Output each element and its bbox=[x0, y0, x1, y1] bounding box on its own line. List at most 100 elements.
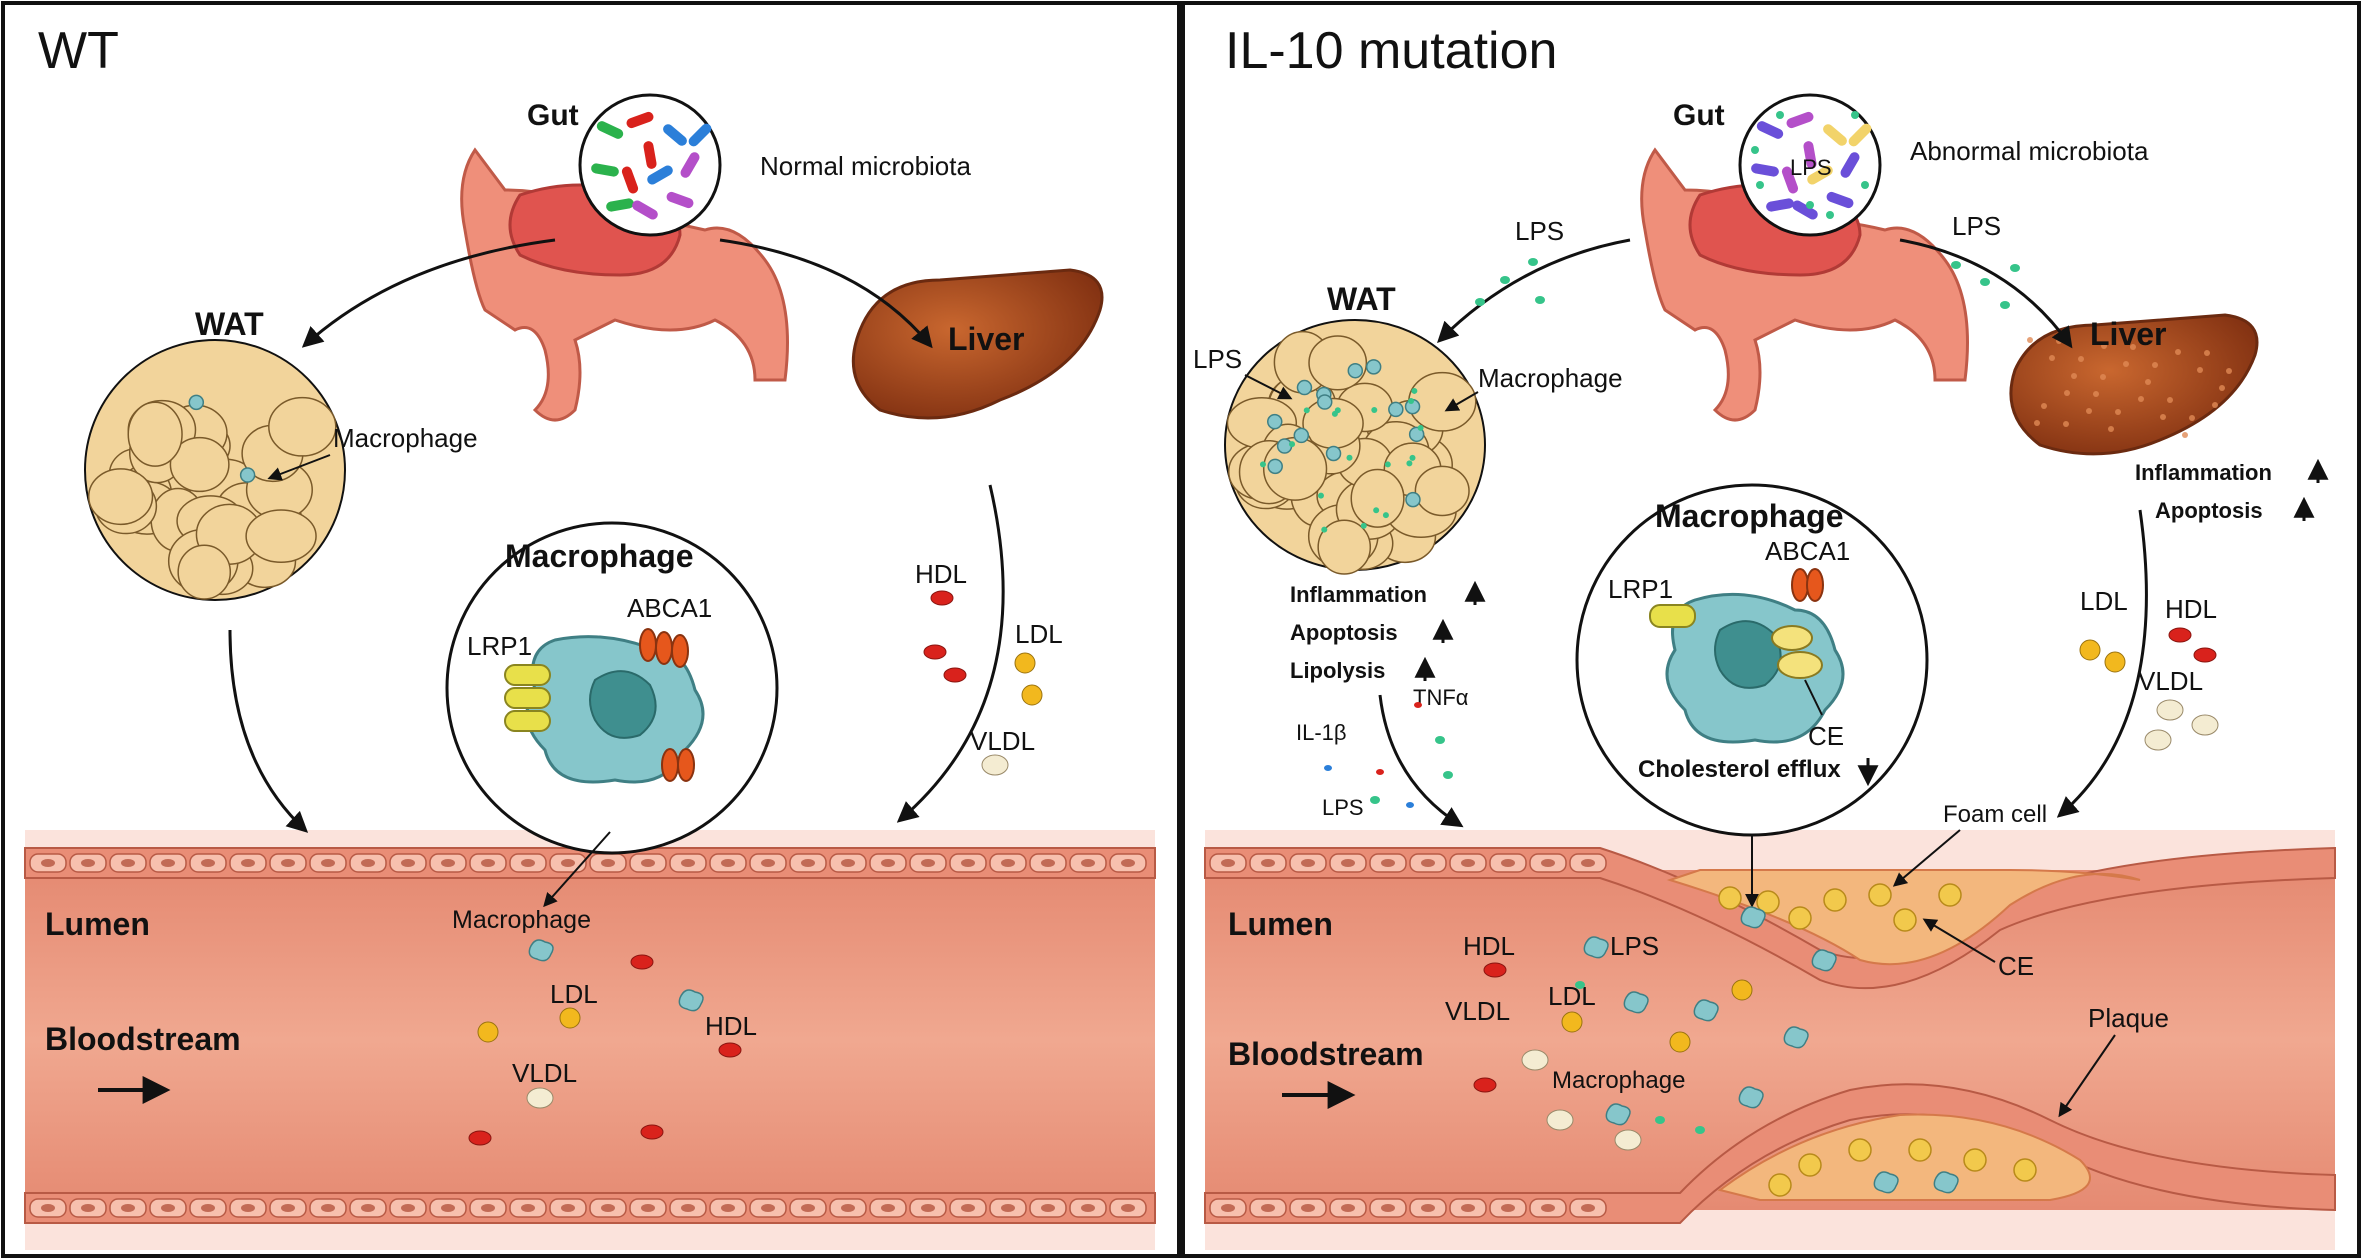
endothelial-nucleus bbox=[1541, 859, 1555, 867]
macrophage-cell bbox=[1583, 936, 1609, 959]
right-liver-inflammation: Inflammation bbox=[2135, 460, 2272, 485]
right-lps-bottom-label: LPS bbox=[1322, 795, 1364, 820]
lps-particle bbox=[1435, 736, 1445, 744]
endothelial-nucleus bbox=[1221, 859, 1235, 867]
vldl-particle bbox=[526, 1087, 554, 1109]
left-inset-macrophage-cell bbox=[504, 628, 705, 784]
endothelial-nucleus bbox=[481, 859, 495, 867]
endothelial-nucleus bbox=[481, 1204, 495, 1212]
ldl-particle bbox=[477, 1021, 499, 1043]
endothelial-nucleus bbox=[81, 1204, 95, 1212]
right-microbiota-label: Abnormal microbiota bbox=[1910, 136, 2149, 166]
bacterium bbox=[1766, 198, 1794, 212]
macrophage-cell bbox=[1873, 1171, 1899, 1194]
vldl-particle bbox=[1614, 1129, 1642, 1151]
right-wat-apoptosis: Apoptosis bbox=[1290, 620, 1398, 645]
foam-cell bbox=[1938, 883, 1962, 907]
right-plaque-label: Plaque bbox=[2088, 1003, 2169, 1033]
bacterium bbox=[1756, 121, 1784, 139]
right-vessel-vldl-label: VLDL bbox=[1445, 996, 1510, 1026]
foam-cell bbox=[1823, 888, 1847, 912]
left-vessel-ldl-label: LDL bbox=[550, 979, 598, 1009]
left-ldl-top-label: LDL bbox=[1015, 619, 1063, 649]
liver-spot bbox=[2226, 368, 2232, 374]
foam-cell bbox=[1893, 908, 1917, 932]
right-liver-to-vessel-arrow bbox=[2056, 509, 2148, 818]
liver-spot bbox=[2034, 420, 2040, 426]
endothelial-nucleus bbox=[1501, 1204, 1515, 1212]
wat-macrophage bbox=[1276, 438, 1293, 454]
bacterium bbox=[1803, 141, 1817, 169]
endothelial-nucleus bbox=[921, 1204, 935, 1212]
endothelial-nucleus bbox=[1381, 1204, 1395, 1212]
liver-spot bbox=[2145, 379, 2151, 385]
liver-spot bbox=[2108, 426, 2114, 432]
lps-particle bbox=[1751, 146, 1759, 154]
wat-macrophage bbox=[1267, 458, 1283, 475]
lps-particle bbox=[1535, 296, 1545, 304]
foam-cell bbox=[1868, 883, 1892, 907]
lps-particle bbox=[1370, 796, 1380, 804]
endothelial-nucleus bbox=[1421, 859, 1435, 867]
hdl-particle bbox=[640, 1124, 664, 1140]
liver-spot bbox=[2189, 415, 2195, 421]
liver-spot bbox=[2041, 403, 2047, 409]
right-vessel-hdl-label: HDL bbox=[1463, 931, 1515, 961]
wat-macrophage bbox=[1325, 445, 1342, 462]
lps-particle bbox=[2010, 264, 2020, 272]
liver-spot bbox=[2101, 343, 2107, 349]
right-wat-lps-label: LPS bbox=[1193, 344, 1242, 374]
liver-spot bbox=[2219, 385, 2225, 391]
endothelial-nucleus bbox=[241, 1204, 255, 1212]
left-vessel bbox=[24, 830, 1156, 1250]
left-inset-pointer bbox=[543, 831, 611, 908]
right-endothelium bbox=[1209, 853, 1607, 1218]
liver-spot bbox=[2064, 390, 2070, 396]
wat-macrophage bbox=[239, 467, 256, 483]
macrophage-cell bbox=[1605, 1103, 1631, 1126]
adipocyte bbox=[169, 436, 230, 493]
il1b-particle bbox=[1406, 802, 1414, 808]
hdl-particle bbox=[923, 644, 947, 660]
lps-particle bbox=[1528, 258, 1538, 266]
endothelial-nucleus bbox=[521, 859, 535, 867]
liver-spot bbox=[2027, 337, 2033, 343]
wat-macrophage bbox=[188, 394, 205, 411]
endothelial-nucleus bbox=[601, 859, 615, 867]
hdl-particle bbox=[2168, 627, 2192, 643]
right-ldl-top-label: LDL bbox=[2080, 586, 2128, 616]
right-lrp1-label: LRP1 bbox=[1608, 574, 1673, 604]
left-wat bbox=[84, 339, 346, 601]
lps-particle bbox=[1776, 111, 1784, 119]
wat-lps-dot bbox=[1259, 461, 1266, 468]
left-vldl-top-label: VLDL bbox=[970, 726, 1035, 756]
endothelial-nucleus bbox=[361, 1204, 375, 1212]
endothelial-nucleus bbox=[1461, 1204, 1475, 1212]
liver-spot bbox=[2100, 374, 2106, 380]
lps-particle bbox=[1500, 276, 1510, 284]
endothelial-nucleus bbox=[1581, 1204, 1595, 1212]
wat-macrophage bbox=[1316, 394, 1333, 410]
liver-spot bbox=[2204, 350, 2210, 356]
bacterium bbox=[1823, 124, 1847, 146]
left-title: WT bbox=[38, 22, 119, 80]
right-tnfa-label: TNFα bbox=[1413, 685, 1469, 710]
wat-lps-dot bbox=[1289, 441, 1296, 448]
tnfa-particle bbox=[1414, 702, 1422, 708]
foam-cell bbox=[1848, 1138, 1872, 1162]
hdl-particle bbox=[1473, 1077, 1497, 1093]
wat-macrophage bbox=[1293, 427, 1310, 444]
bacterium bbox=[680, 152, 700, 178]
right-wat-to-vessel-arrow bbox=[1378, 694, 1464, 828]
right-cholesterol-efflux: Cholesterol efflux bbox=[1638, 756, 1841, 783]
lps-particle bbox=[1475, 298, 1485, 306]
lps-particle bbox=[1826, 211, 1834, 219]
endothelial-nucleus bbox=[321, 859, 335, 867]
right-plaque-arrow bbox=[2058, 1034, 2116, 1118]
right-bloodstream-label: Bloodstream bbox=[1228, 1036, 1424, 1072]
vldl-particle bbox=[981, 754, 1009, 776]
left-liver bbox=[851, 268, 1104, 420]
endothelial-nucleus bbox=[1341, 1204, 1355, 1212]
endothelial-nucleus bbox=[1261, 859, 1275, 867]
